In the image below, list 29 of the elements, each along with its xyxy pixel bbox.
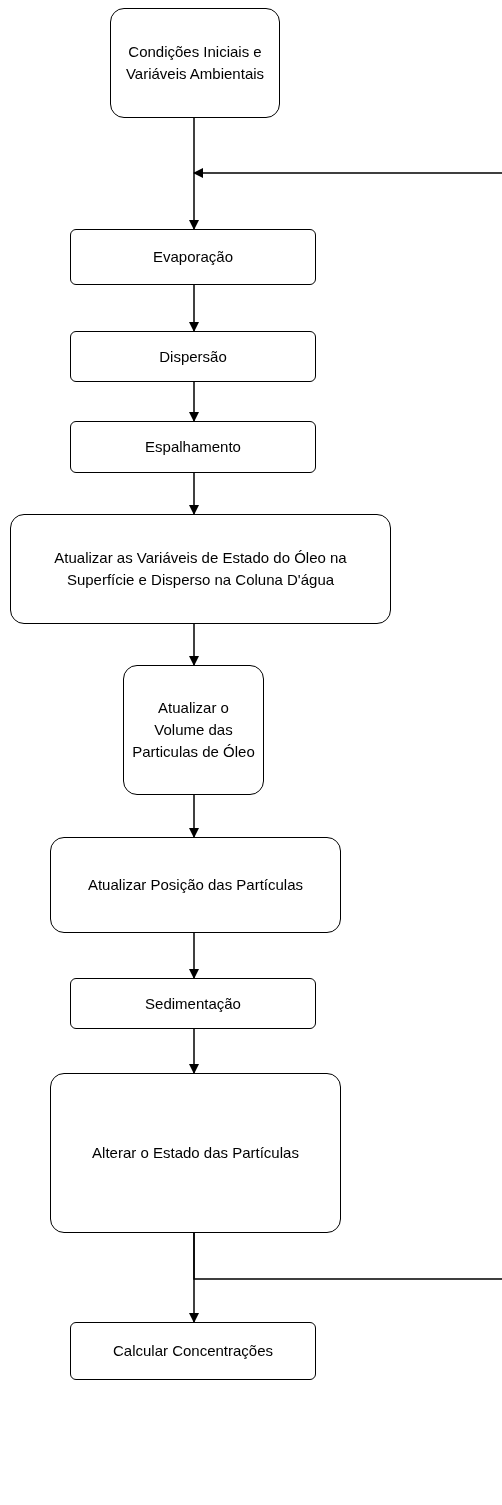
process-box bbox=[50, 837, 341, 933]
arrow bbox=[189, 117, 199, 230]
box-label: Dispersão bbox=[159, 346, 227, 367]
arrow bbox=[189, 932, 199, 979]
box-label: Sedimentação bbox=[145, 993, 241, 1014]
box-label: Atualizar as Variáveis de Estado do Óleo na Superfície e Disperso na Coluna D'água bbox=[53, 548, 348, 590]
arrow bbox=[189, 623, 199, 666]
box-label: Evaporação bbox=[152, 247, 234, 268]
process-box bbox=[70, 421, 316, 473]
arrow bbox=[189, 1028, 199, 1074]
box-label: Calcular Concentrações bbox=[112, 1341, 274, 1362]
box-label: Atualizar o Volume das Particulas de Óleo bbox=[132, 698, 255, 762]
process-box bbox=[70, 978, 316, 1029]
arrow bbox=[193, 168, 502, 1280]
arrow bbox=[189, 794, 199, 838]
process-box bbox=[50, 1073, 341, 1233]
box-label: Condições Iniciais e Variáveis Ambientais bbox=[124, 42, 266, 84]
arrow bbox=[189, 472, 199, 515]
arrow bbox=[189, 284, 199, 332]
process-box bbox=[70, 1322, 316, 1380]
process-box bbox=[110, 8, 280, 118]
process-box bbox=[70, 331, 316, 382]
box-label: Alterar o Estado das Partículas bbox=[92, 1143, 299, 1164]
box-label: Atualizar Posição das Partículas bbox=[87, 875, 304, 896]
process-box bbox=[123, 665, 264, 795]
box-label: Espalhamento bbox=[145, 437, 241, 458]
process-box bbox=[70, 229, 316, 285]
process-box bbox=[10, 514, 391, 624]
arrow bbox=[189, 381, 199, 422]
